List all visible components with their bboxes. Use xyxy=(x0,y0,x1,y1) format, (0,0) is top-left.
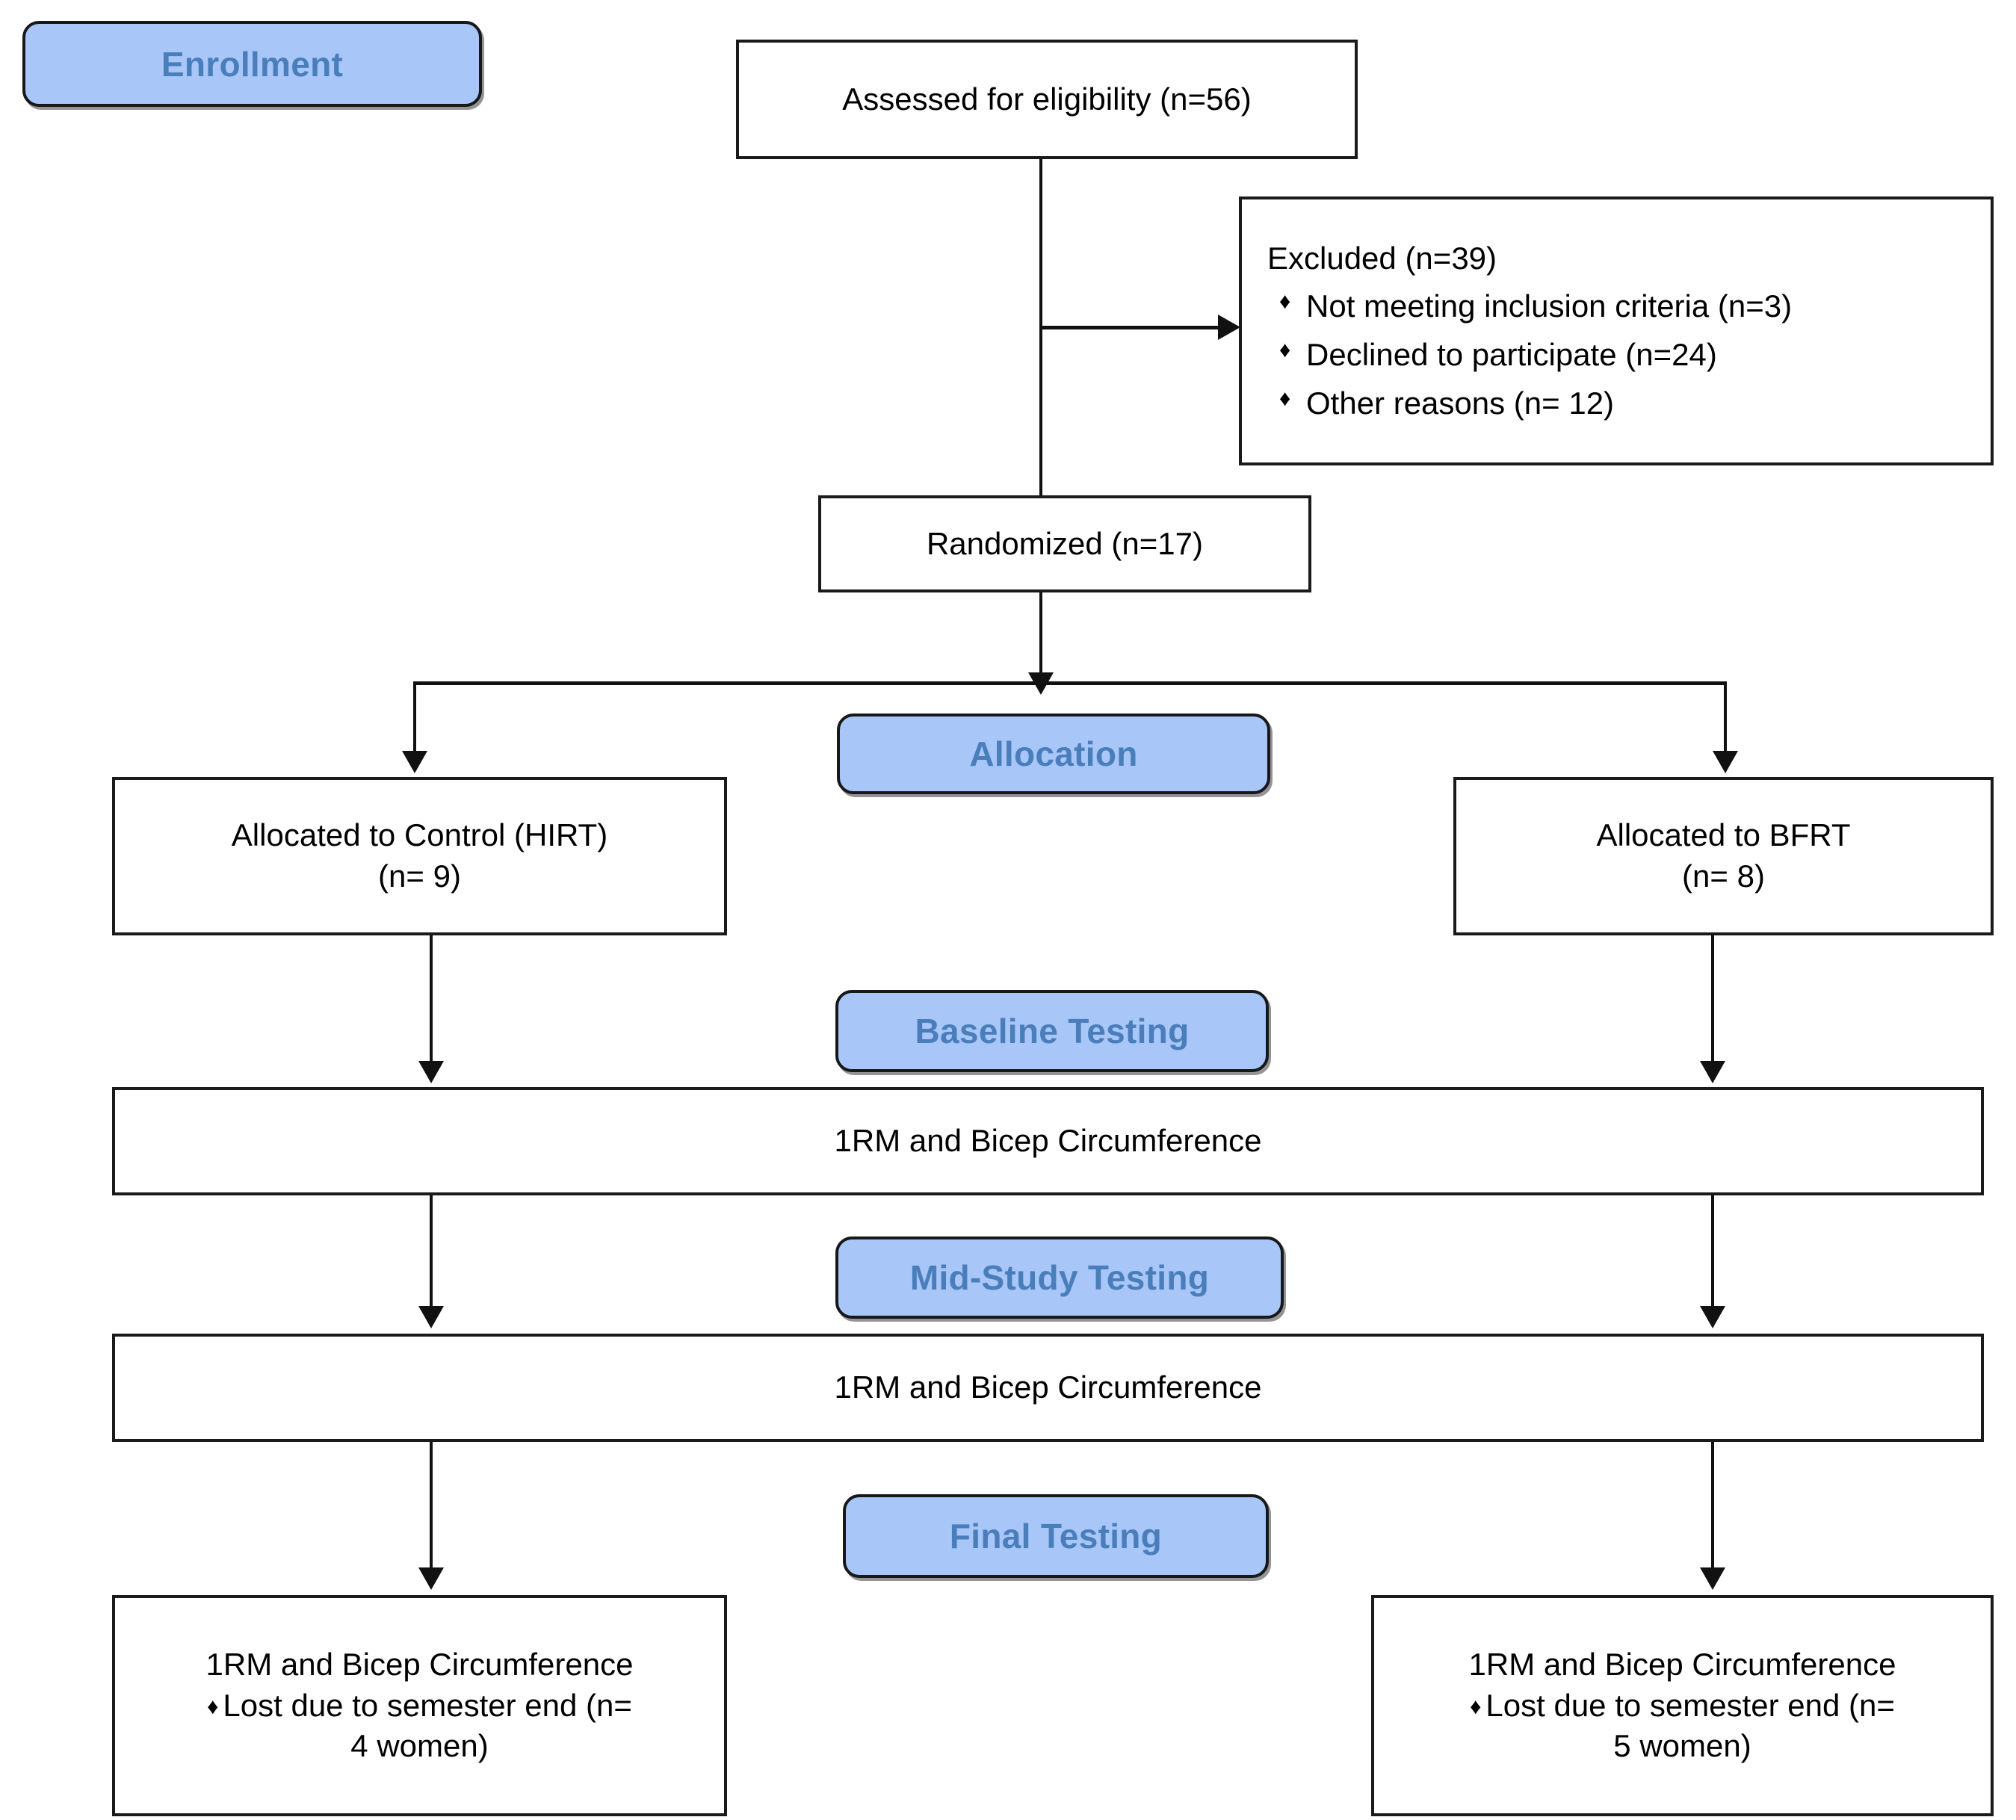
list-item-label: Other reasons (n= 12) xyxy=(1306,385,1615,421)
node-allocated-bfrt-line1: Allocated to BFRT xyxy=(1596,817,1851,853)
node-final-left-line1: 1RM and Bicep Circumference xyxy=(205,1647,634,1683)
node-allocated-control-line1: Allocated to Control (HIRT) xyxy=(231,817,608,853)
stage-label-mid-study-testing: Mid-Study Testing xyxy=(835,1236,1284,1319)
list-item: ♦ Declined to participate (n=24) xyxy=(1267,335,1979,376)
list-item: ♦ Other reasons (n= 12) xyxy=(1267,383,1979,424)
node-final-right-bullet-line2: 5 women) xyxy=(1613,1728,1751,1764)
connector-split-right xyxy=(1724,681,1727,756)
node-assessed-text: Assessed for eligibility (n=56) xyxy=(842,81,1252,117)
connector-split-left xyxy=(413,681,416,756)
node-final-left-bullet-line1: Lost due to semester end (n= xyxy=(223,1687,632,1723)
arrow-down-icon-right-allocation xyxy=(1713,751,1738,773)
node-final-left-bullet: ♦Lost due to semester end (n= xyxy=(127,1686,712,1727)
arrow-down-icon-bfrt-baseline xyxy=(1700,1061,1725,1083)
node-final-right-bullet: ♦Lost due to semester end (n= xyxy=(1386,1686,1979,1727)
connector-allocation-split-bar xyxy=(413,681,1727,685)
list-item-label: Declined to participate (n=24) xyxy=(1306,337,1717,372)
arrow-down-icon-midstudy-right xyxy=(1700,1306,1725,1328)
stage-label-baseline-testing-text: Baseline Testing xyxy=(915,1012,1190,1050)
stage-label-baseline-testing: Baseline Testing xyxy=(835,990,1269,1072)
arrow-right-icon-excluded xyxy=(1218,315,1240,340)
node-allocated-bfrt-line2: (n= 8) xyxy=(1682,858,1765,894)
connector-baseline-to-midstudy-left xyxy=(430,1195,433,1311)
diamond-bullet-icon: ♦ xyxy=(207,1694,219,1719)
node-baseline-measure-text: 1RM and Bicep Circumference xyxy=(834,1123,1262,1159)
connector-to-excluded-line xyxy=(1039,326,1226,329)
stage-label-enrollment: Enrollment xyxy=(22,21,482,107)
connector-randomized-to-split xyxy=(1039,592,1042,686)
node-final-right: 1RM and Bicep Circumference ♦Lost due to… xyxy=(1371,1595,1994,1816)
node-randomized-text: Randomized (n=17) xyxy=(926,525,1204,561)
arrow-down-icon-midstudy-left xyxy=(418,1306,444,1328)
diamond-bullet-icon: ♦ xyxy=(1279,289,1291,315)
connector-control-to-baseline xyxy=(430,935,433,1066)
stage-label-allocation: Allocation xyxy=(837,714,1270,794)
node-midstudy-measure-text: 1RM and Bicep Circumference xyxy=(834,1369,1262,1405)
diamond-bullet-icon: ♦ xyxy=(1279,386,1291,411)
node-allocated-control-line2: (n= 9) xyxy=(378,858,461,894)
list-item: ♦ Not meeting inclusion criteria (n=3) xyxy=(1267,286,1979,327)
arrow-down-icon-left-allocation xyxy=(402,751,427,773)
arrow-down-icon-final-left xyxy=(418,1567,444,1590)
stage-label-final-testing-text: Final Testing xyxy=(949,1517,1163,1556)
node-excluded: Excluded (n=39) ♦ Not meeting inclusion … xyxy=(1239,196,1994,465)
connector-baseline-to-midstudy-right xyxy=(1711,1195,1714,1311)
stage-label-allocation-text: Allocation xyxy=(969,734,1138,773)
diamond-bullet-icon: ♦ xyxy=(1279,338,1291,362)
stage-label-final-testing: Final Testing xyxy=(843,1494,1269,1578)
connector-bfrt-to-baseline xyxy=(1711,935,1714,1066)
arrow-down-icon-control-baseline xyxy=(418,1061,444,1083)
diamond-bullet-icon: ♦ xyxy=(1470,1694,1482,1719)
node-final-left-bullet-line2: 4 women) xyxy=(350,1728,489,1764)
node-excluded-list: ♦ Not meeting inclusion criteria (n=3) ♦… xyxy=(1267,286,1979,424)
node-final-right-bullet-line1: Lost due to semester end (n= xyxy=(1485,1687,1895,1723)
stage-label-enrollment-text: Enrollment xyxy=(161,44,344,84)
list-item-label: Not meeting inclusion criteria (n=3) xyxy=(1306,288,1793,324)
node-midstudy-measure: 1RM and Bicep Circumference xyxy=(112,1334,1984,1442)
node-baseline-measure: 1RM and Bicep Circumference xyxy=(112,1087,1984,1195)
node-randomized: Randomized (n=17) xyxy=(818,495,1311,592)
node-final-right-line1: 1RM and Bicep Circumference xyxy=(1468,1647,1896,1683)
node-allocated-control: Allocated to Control (HIRT) (n= 9) xyxy=(112,777,727,935)
node-final-left: 1RM and Bicep Circumference ♦Lost due to… xyxy=(112,1595,727,1816)
node-excluded-heading: Excluded (n=39) xyxy=(1267,240,1497,276)
connector-midstudy-to-final-right xyxy=(1711,1442,1714,1573)
node-allocated-bfrt: Allocated to BFRT (n= 8) xyxy=(1453,777,1994,935)
arrow-down-icon-final-right xyxy=(1700,1567,1725,1590)
stage-label-mid-study-testing-text: Mid-Study Testing xyxy=(909,1258,1210,1297)
connector-midstudy-to-final-left xyxy=(430,1442,433,1573)
node-assessed-for-eligibility: Assessed for eligibility (n=56) xyxy=(736,40,1358,159)
